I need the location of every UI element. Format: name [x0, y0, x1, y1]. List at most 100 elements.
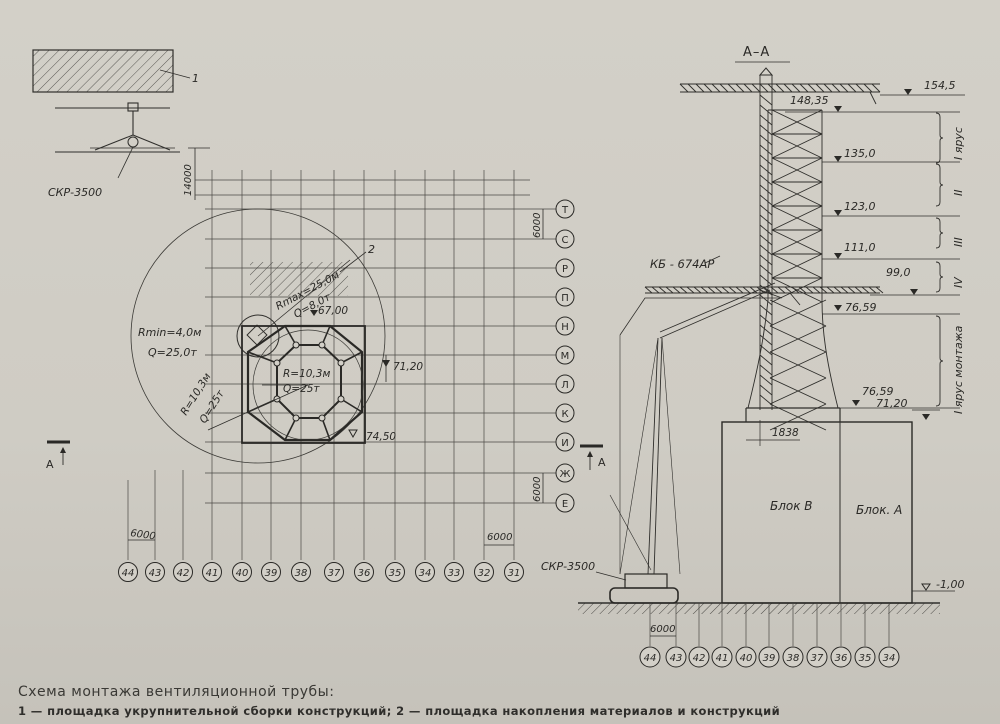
section-col-axis-2: 42	[688, 646, 710, 668]
label-block-b: Блок В	[770, 499, 813, 513]
row-axis-1: С	[555, 229, 575, 249]
section-col-axis-label: 36	[835, 653, 848, 664]
section-col-axis-0: 44	[639, 646, 661, 668]
row-axis-8: И	[555, 432, 575, 452]
section-col-axis-1: 43	[665, 646, 687, 668]
label-lvl-7120-plan: 71,20	[393, 361, 423, 373]
crawler-crane-skr3500	[609, 282, 780, 604]
section-col-axis-7: 37	[806, 646, 828, 668]
section-col-axis-label: 34	[883, 653, 896, 664]
lvl-1110: 111,0	[844, 241, 876, 254]
label-r103: R=10,3м	[283, 368, 330, 380]
row-axis-label: П	[561, 293, 569, 304]
col-axis-label: 44	[122, 568, 135, 579]
plan-view: 1 СКР-3500 14000	[32, 49, 606, 582]
row-axis-6: Л	[555, 374, 575, 394]
row-axis-label: Н	[561, 322, 569, 333]
section-col-axis-6: 38	[782, 646, 804, 668]
label-rmin: Rmin=4,0м	[138, 326, 201, 339]
section-col-axis-label: 42	[693, 653, 706, 664]
row-axis-labels: Т С Р П Н М Л К И ЖЕ	[555, 199, 575, 513]
plan-grid-vertical	[127, 170, 515, 560]
col-axis-2: 42	[173, 562, 193, 582]
row-axis-9: Ж	[555, 463, 575, 483]
col-axis-11: 33	[444, 562, 464, 582]
storage-site-2	[250, 262, 348, 296]
caption-legend: 1 — площадка укрупнительной сборки конст…	[18, 704, 781, 718]
col-axis-13: 31	[504, 562, 524, 582]
section-levels	[785, 89, 965, 592]
col-axis-label: 41	[206, 568, 219, 579]
col-axis-6: 38	[291, 562, 311, 582]
row-axis-label: М	[561, 351, 570, 362]
lvl-14835: 148,35	[790, 94, 829, 107]
section-col-axis-label: 35	[859, 653, 872, 664]
tier-braces	[935, 112, 944, 407]
section-col-axis-4: 40	[735, 646, 757, 668]
section-col-axis-9: 35	[854, 646, 876, 668]
col-axis-label: 34	[419, 568, 432, 579]
label-crane-skr: СКР-3500	[541, 560, 595, 573]
row-axis-label: К	[561, 409, 568, 420]
col-axis-9: 35	[385, 562, 405, 582]
label-q25b: Q=25т	[283, 383, 320, 395]
row-axis-3: П	[555, 287, 575, 307]
label-crane-kb: КБ - 674АР	[650, 257, 714, 271]
tier-label-1: I ярус	[952, 127, 965, 160]
col-axis-label: 33	[448, 568, 461, 579]
row-axis-label: Р	[562, 264, 568, 275]
row-axis-5: М	[555, 345, 575, 365]
section-title: А–А	[743, 45, 770, 60]
lvl-7120-section: 71,20	[876, 397, 908, 410]
crane-radius-max-circle	[130, 208, 386, 464]
label-q25a: Q=25,0т	[148, 346, 197, 359]
section-label-a-left: A	[46, 458, 54, 471]
col-axis-4: 40	[232, 562, 252, 582]
lvl-7659-base: 76,59	[862, 385, 894, 398]
label-lvl-67: 67,00	[318, 305, 348, 317]
section-col-axis-label: 40	[740, 653, 753, 664]
col-axis-label: 35	[389, 568, 402, 579]
label-block-a: Блок. А	[856, 503, 902, 517]
section-col-axis-label: 43	[670, 653, 683, 664]
row-axis-label: И	[561, 438, 568, 449]
col-axis-label: 38	[295, 568, 308, 579]
col-axis-5: 39	[261, 562, 281, 582]
tower-crane-kb674	[644, 67, 884, 410]
dim-6000-section: 6000	[650, 624, 675, 635]
section-col-axis-8: 36	[830, 646, 852, 668]
section-col-axis-label: 44	[644, 653, 657, 664]
row-axis-label: Т	[561, 205, 569, 216]
col-axis-8: 36	[354, 562, 374, 582]
section-mark-right	[580, 444, 603, 470]
lvl-1350: 135,0	[844, 147, 876, 160]
col-axis-7: 37	[324, 562, 344, 582]
dim-1838: 1838	[772, 427, 799, 439]
dim-6000-rows-top: 6000	[532, 213, 543, 238]
tier-label-mount: I ярус монтажа	[952, 325, 965, 414]
col-axis-label: 42	[177, 568, 190, 579]
row-axis-10: Е	[555, 493, 575, 513]
dim-6000-rows-bottom: 6000	[532, 477, 543, 502]
row-axis-label: С	[562, 235, 569, 246]
lvl-1545: 154,5	[924, 79, 956, 92]
col-axis-label: 37	[328, 568, 341, 579]
tier-label-4: IV	[952, 276, 965, 288]
col-axis-label: 40	[236, 568, 249, 579]
row-axis-label: Л	[561, 380, 569, 391]
label-lvl-7450: 74,50	[366, 431, 396, 443]
row-axis-2: Р	[555, 258, 575, 278]
col-axis-label: 39	[265, 568, 278, 579]
crane-radius-min-circle	[236, 314, 280, 358]
col-axis-1: 43	[145, 562, 165, 582]
leader-label-2: 2	[368, 243, 375, 256]
lvl-990: 99,0	[886, 266, 911, 279]
section-col-axis-label: 38	[787, 653, 800, 664]
chimney-tower	[747, 109, 839, 431]
chimney-octagon-inner	[276, 344, 342, 419]
leader-label-1: 1	[192, 72, 199, 85]
crane-label-top: СКР-3500	[48, 186, 102, 199]
